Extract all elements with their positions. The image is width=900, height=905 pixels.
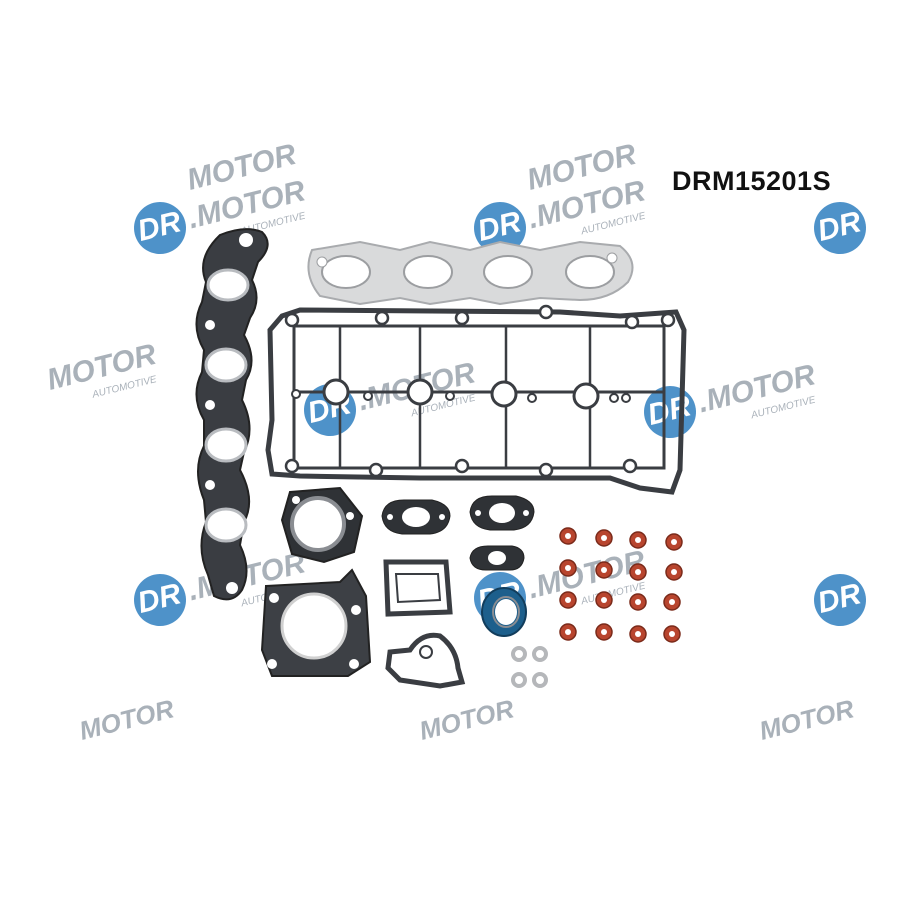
product-code: DRM15201S [672, 166, 832, 196]
watermark-logo: MOTOR [76, 693, 177, 745]
washers [511, 646, 548, 688]
egr-gasket [381, 499, 451, 535]
watermark-logos: DR .MOTOR AUTOMOTIVE DR .MOTOR AUTOMOTIV… [44, 138, 866, 746]
watermark-logo: DR [814, 202, 866, 254]
watermark-logo: DR [814, 574, 866, 626]
watermark-logo: MOTOR [416, 693, 517, 745]
exhaust-manifold-gasket [307, 240, 634, 306]
watermark-logo: MOTOR AUTOMOTIVE [44, 338, 160, 401]
throttle-body-gasket [260, 568, 372, 677]
valve-cover-gasket [265, 304, 687, 495]
thermostat-gasket [385, 632, 466, 689]
oil-seal [481, 587, 527, 637]
watermark-logo: DR .MOTOR AUTOMOTIVE [644, 358, 819, 438]
watermark-logo: MOTOR [756, 693, 857, 745]
intake-manifold-gasket [195, 228, 269, 601]
small-flange-gasket [469, 545, 525, 571]
egr-gasket [469, 495, 535, 531]
valve-stem-seals [559, 527, 683, 643]
watermark-logo: DR .MOTOR AUTOMOTIVE [134, 174, 309, 254]
svg-text:MOTOR: MOTOR [416, 693, 517, 745]
rectangular-gasket [383, 559, 453, 617]
svg-text:MOTOR: MOTOR [756, 693, 857, 745]
svg-text:MOTOR: MOTOR [76, 693, 177, 745]
turbo-flange-gasket [280, 486, 364, 564]
